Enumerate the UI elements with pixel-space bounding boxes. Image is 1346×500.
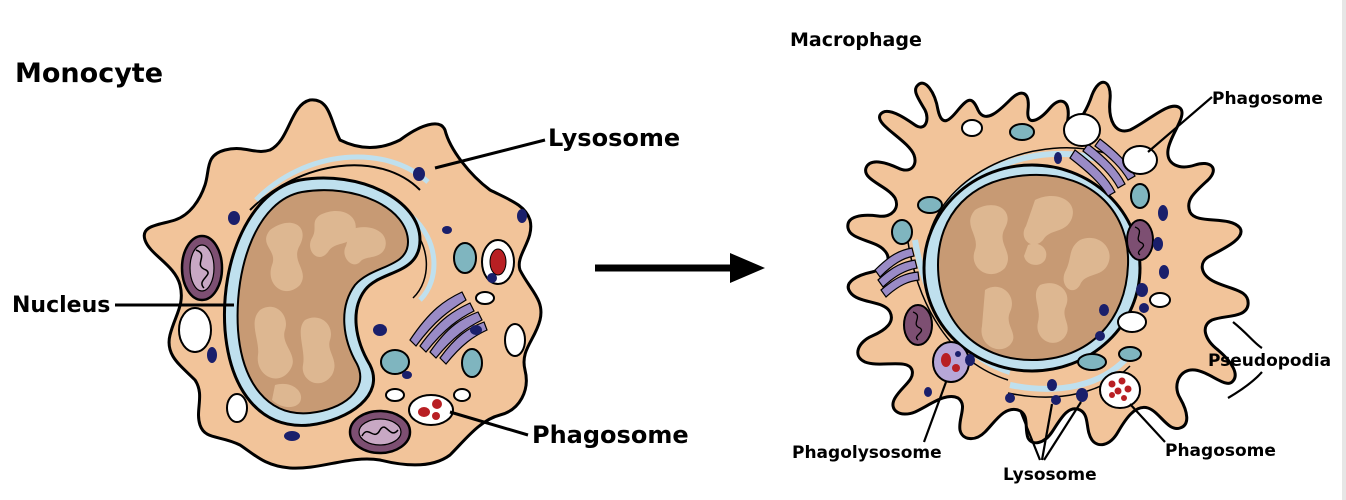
monocyte-lysosome	[517, 209, 527, 223]
macrophage-mitochondrion	[903, 304, 933, 346]
macrophage-vacuole	[961, 119, 983, 137]
monocyte-lysosome	[470, 325, 482, 335]
macrophage-lysosome-leader-1	[1040, 403, 1054, 461]
monocyte-lysosome	[402, 371, 412, 379]
macrophage-phagosome-top-label: Phagosome	[1212, 89, 1323, 109]
monocyte-lysosome	[413, 167, 425, 181]
macrophage-phagolysosome-label: Phagolysosome	[792, 443, 942, 463]
macrophage-vesicle	[1130, 183, 1150, 209]
macrophage-lysosome	[1095, 331, 1105, 341]
monocyte-vacuole	[453, 388, 471, 402]
monocyte-vesicle	[453, 242, 477, 274]
monocyte-lysosome	[373, 324, 387, 336]
macrophage-phagosome-bottom-leader	[1129, 403, 1166, 443]
macrophage-lysosome-leader-2	[1043, 401, 1082, 461]
macrophage-lysosome	[1153, 237, 1163, 251]
macrophage-pseudopodia-leader-top	[1232, 321, 1263, 349]
macrophage-vesicle	[891, 219, 913, 245]
macrophage-lysosome	[924, 387, 932, 397]
monocyte-title: Monocyte	[15, 58, 163, 89]
monocyte-phagosome-label: Phagosome	[532, 421, 689, 449]
monocyte-vesicle	[380, 349, 410, 375]
macrophage-mitochondrion	[1126, 219, 1154, 261]
monocyte-vesicle	[461, 348, 483, 378]
monocyte-cell	[142, 98, 543, 470]
monocyte-golgi	[409, 291, 488, 365]
macrophage-phagolysosome	[932, 341, 975, 383]
macrophage-phagosome-bottom-label: Phagosome	[1165, 441, 1276, 461]
monocyte-phagosome	[481, 239, 515, 285]
monocyte-mitochondrion	[348, 409, 412, 455]
macrophage-lysosome	[1054, 152, 1062, 164]
monocyte-vacuole	[385, 388, 405, 402]
monocyte-lysosome-leader	[434, 138, 546, 170]
macrophage-lysosome	[1076, 388, 1088, 402]
monocyte-mitochondrion	[180, 234, 224, 302]
macrophage-lysosome-label: Lysosome	[1003, 465, 1097, 485]
macrophage-vacuole	[1063, 113, 1101, 147]
monocyte-lysosome	[228, 211, 240, 225]
macrophage-vesicle	[1009, 123, 1035, 141]
macrophage-golgi	[1069, 138, 1136, 197]
monocyte-lysosome	[442, 226, 452, 234]
macrophage-lysosome	[1099, 304, 1109, 316]
macrophage-cell	[846, 81, 1250, 447]
macrophage-phagosome-bottom	[1099, 371, 1141, 409]
macrophage-lysosome	[1051, 395, 1061, 405]
monocyte-phagosome-labeled	[408, 394, 454, 426]
macrophage-pseudopodia-label: Pseudopodia	[1208, 351, 1331, 371]
macrophage-phagosome-top	[1122, 145, 1158, 175]
macrophage-vacuole	[1117, 311, 1147, 333]
monocyte-vacuole	[475, 291, 495, 305]
macrophage-lysosome	[1136, 283, 1148, 297]
macrophage-vesicle	[1118, 346, 1142, 362]
macrophage-phagosome-top-leader	[1147, 96, 1213, 153]
monocyte-vacuole	[504, 323, 526, 357]
macrophage-vesicle	[917, 196, 943, 214]
macrophage-lysosome	[1047, 379, 1057, 391]
monocyte-vacuole	[226, 393, 248, 423]
macrophage-vacuole	[1149, 292, 1171, 308]
monocyte-lysosome	[284, 431, 300, 441]
macrophage-vesicle	[1077, 353, 1107, 371]
monocyte-nucleus-label: Nucleus	[12, 293, 110, 318]
macrophage-golgi	[874, 247, 920, 298]
macrophage-phagolysosome-leader	[922, 381, 948, 443]
monocyte-lysosome	[207, 347, 217, 363]
transition-arrow	[595, 253, 765, 283]
macrophage-lysosome	[1159, 265, 1169, 279]
monocyte-lysosome	[487, 273, 497, 283]
monocyte-phagosome-leader	[449, 410, 529, 437]
monocyte-vacuole	[178, 307, 212, 353]
macrophage-lysosome	[1005, 393, 1015, 403]
macrophage-lysosome	[1139, 303, 1149, 313]
macrophage-pseudopodia-leader-bottom	[1227, 371, 1263, 399]
macrophage-lysosome	[1158, 205, 1168, 221]
macrophage-title: Macrophage	[790, 29, 922, 51]
macrophage-lysosome-leader-3	[1018, 409, 1042, 461]
monocyte-lysosome-label: Lysosome	[548, 124, 680, 152]
page-edge	[1342, 0, 1346, 500]
